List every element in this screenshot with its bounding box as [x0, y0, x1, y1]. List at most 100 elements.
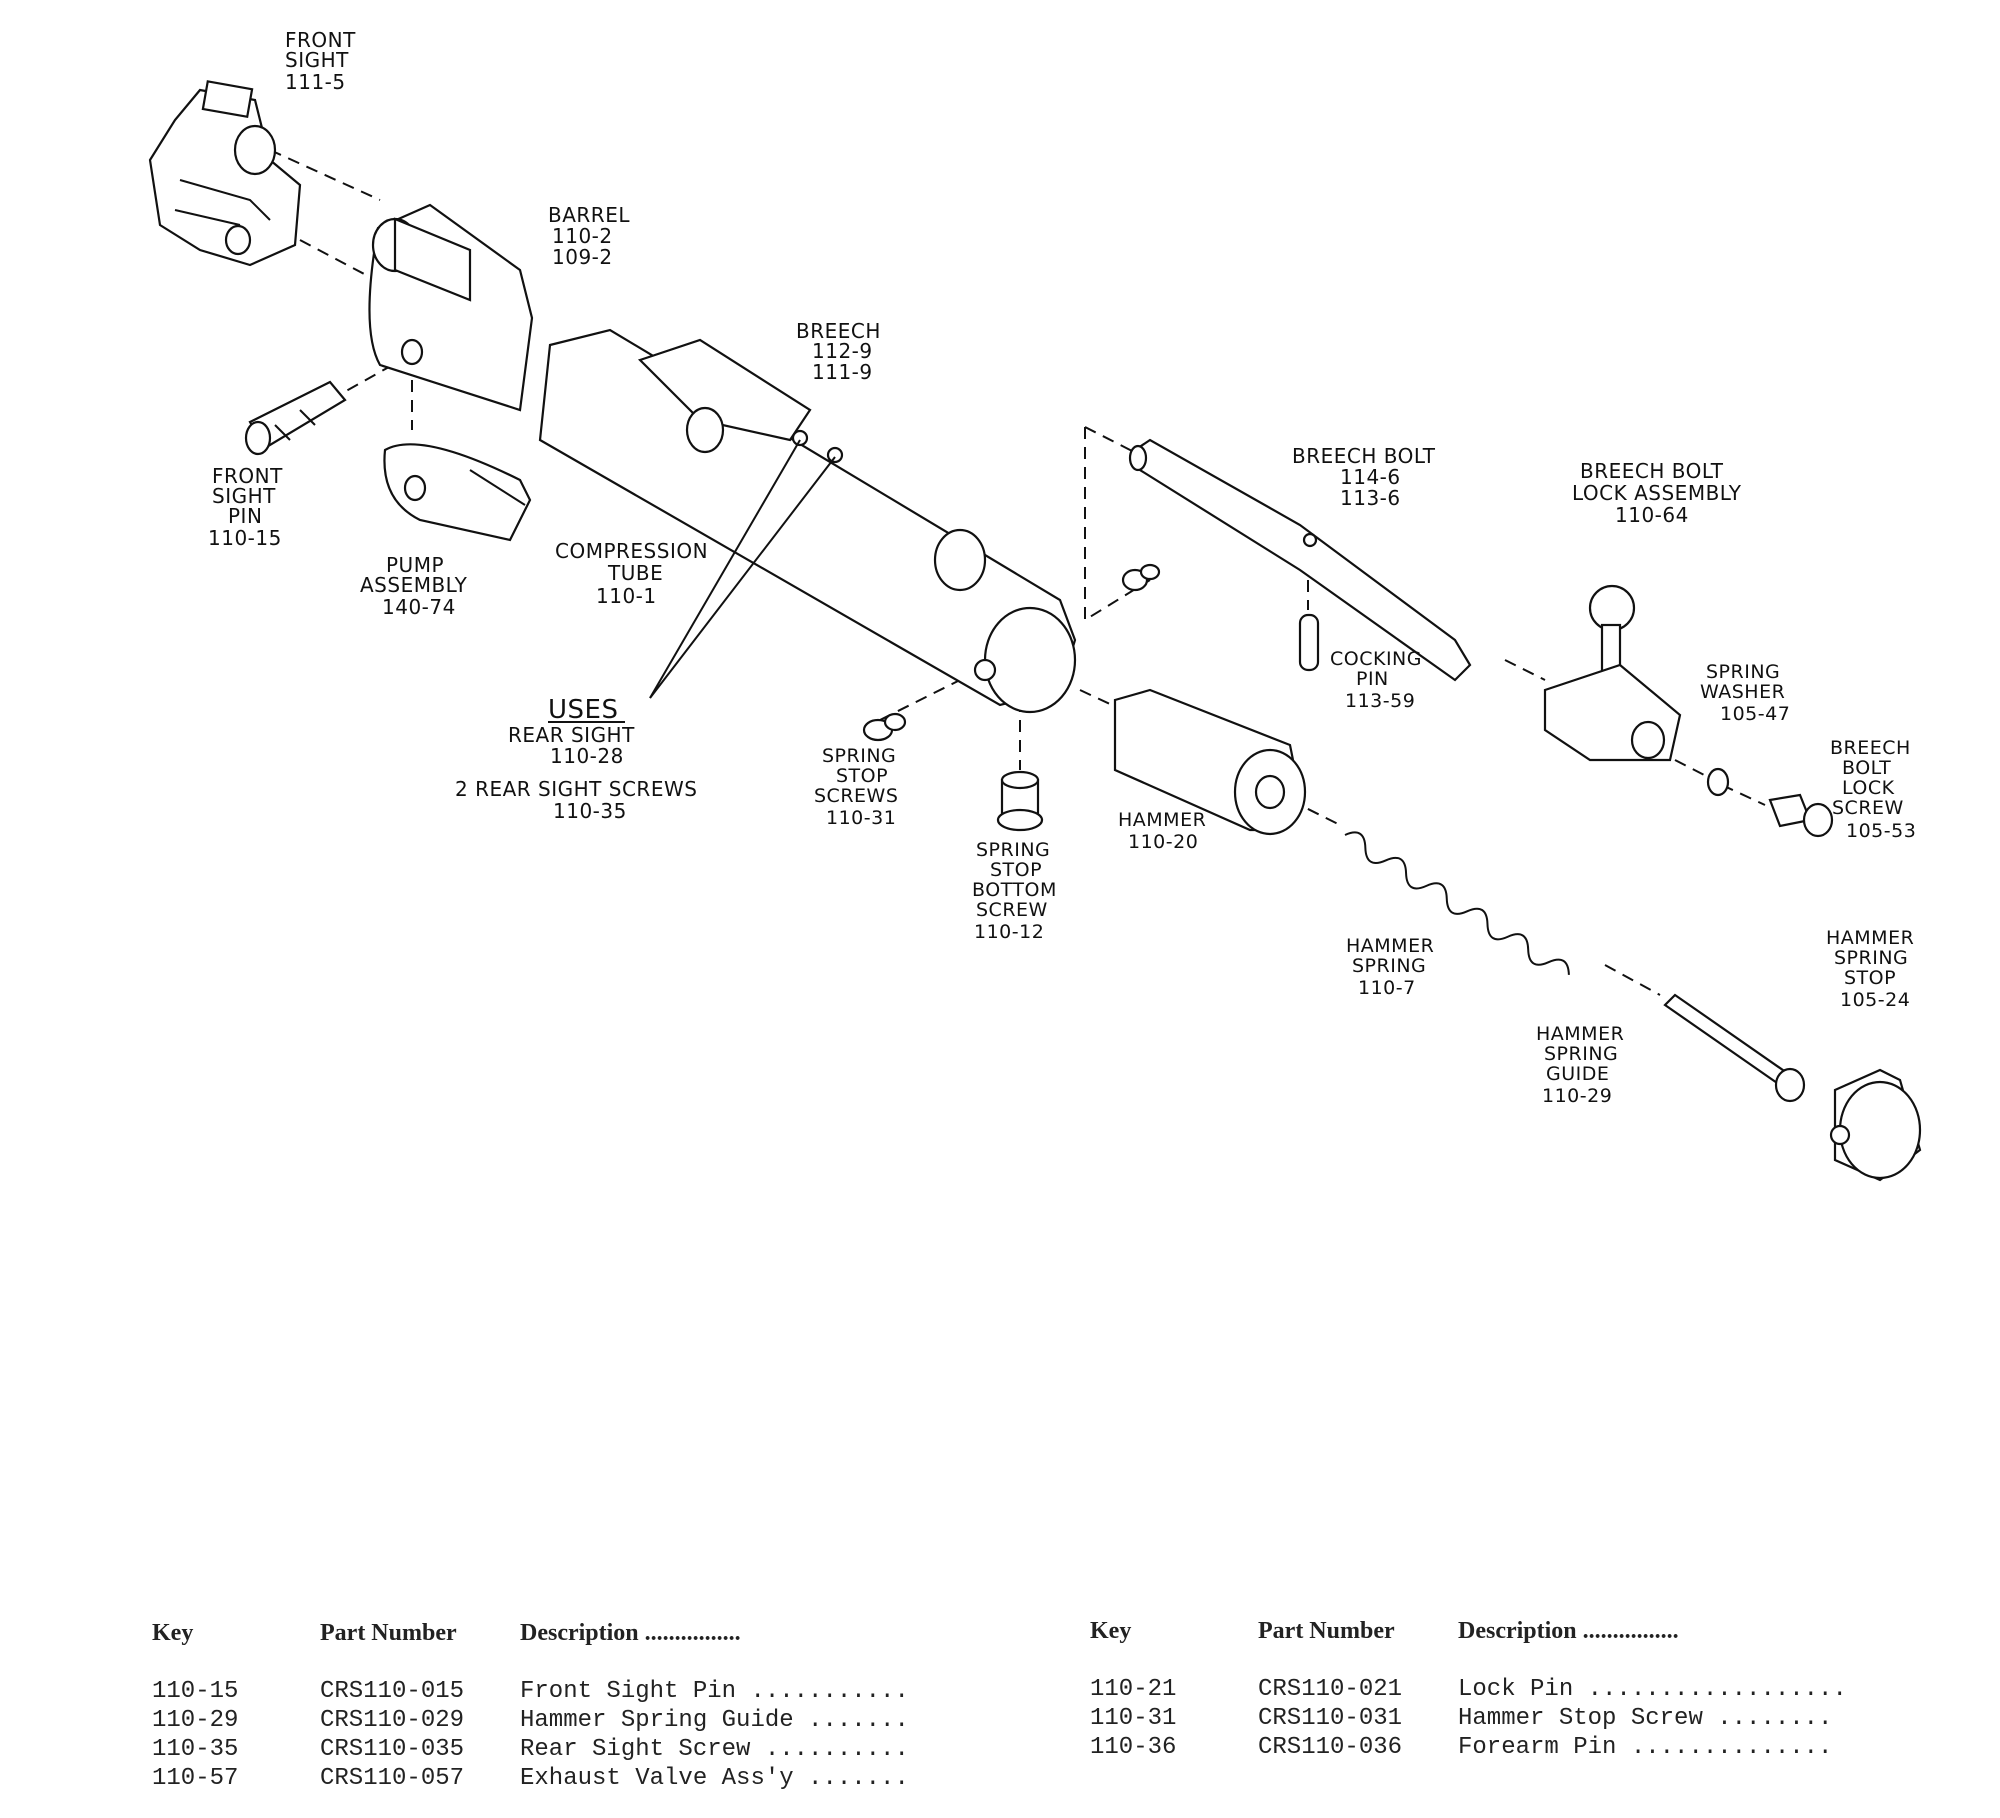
breech-bolt-lock-assembly-part: [1543, 584, 1682, 762]
cell-part-number: CRS110-029: [320, 1707, 465, 1734]
svg-text:COMPRESSION: COMPRESSION: [555, 539, 708, 563]
cell-part-number: CRS110-036: [1258, 1734, 1403, 1761]
header-description: Description ................: [1458, 1618, 1679, 1644]
cell-description: Hammer Spring Guide .......: [520, 1707, 909, 1734]
svg-text:BREECH: BREECH: [1830, 737, 1911, 759]
svg-text:PUMP: PUMP: [386, 553, 444, 577]
svg-text:HAMMER: HAMMER: [1826, 927, 1914, 949]
pump-assembly-part: [383, 443, 532, 542]
svg-text:114-6: 114-6: [1340, 465, 1401, 489]
cell-key: 110-21: [1090, 1676, 1177, 1703]
svg-text:BREECH BOLT: BREECH BOLT: [1292, 444, 1436, 468]
header-key: Key: [1090, 1618, 1132, 1644]
front-sight-part: [148, 80, 302, 267]
svg-text:BREECH BOLT: BREECH BOLT: [1580, 459, 1724, 483]
label-spring-stop-bottom-screw: SPRING STOP BOTTOM SCREW 110-12: [972, 839, 1057, 943]
svg-text:111-5: 111-5: [285, 70, 346, 94]
svg-text:USES: USES: [548, 695, 618, 725]
svg-text:TUBE: TUBE: [607, 561, 663, 585]
cell-part-number: CRS110-015: [320, 1678, 465, 1705]
label-uses: USES REAR SIGHT 110-28 2 REAR SIGHT SCRE…: [455, 695, 697, 823]
label-breech-bolt: BREECH BOLT 114-6 113-6: [1292, 444, 1436, 510]
svg-text:105-47: 105-47: [1720, 703, 1790, 725]
breech-bolt-lock-screw-part: [1768, 793, 1834, 838]
hammer-spring-stop-part: [1829, 1068, 1922, 1182]
svg-text:GUIDE: GUIDE: [1546, 1063, 1609, 1085]
header-description: Description ................: [520, 1620, 741, 1646]
svg-text:BOTTOM: BOTTOM: [972, 879, 1057, 901]
svg-text:SCREWS: SCREWS: [814, 785, 898, 807]
svg-text:BREECH: BREECH: [796, 319, 881, 343]
header-part-number: Part Number: [320, 1620, 457, 1646]
spring-stop-bottom-screw-part: [996, 770, 1044, 832]
label-front-sight: FRONT SIGHT 111-5: [285, 28, 356, 94]
spring-washer-part: [1706, 767, 1730, 797]
exploded-parts-diagram: FRONT SIGHT 111-5 BARREL 110-2 109-2 BRE…: [148, 28, 1922, 1182]
breech-bolt-part: [1128, 438, 1472, 682]
front-sight-pin-part: [244, 380, 347, 456]
svg-text:BOLT: BOLT: [1842, 757, 1891, 779]
svg-text:WASHER: WASHER: [1700, 681, 1785, 703]
label-front-sight-pin: FRONT SIGHT PIN 110-15: [208, 464, 283, 550]
label-breech-bolt-lock-screw: BREECH BOLT LOCK SCREW 105-53: [1830, 737, 1916, 842]
svg-text:SCREW: SCREW: [1832, 797, 1904, 819]
svg-text:110-35: 110-35: [553, 799, 627, 823]
svg-text:110-20: 110-20: [1128, 831, 1198, 853]
cell-part-number: CRS110-035: [320, 1736, 465, 1763]
svg-text:SPRING: SPRING: [1544, 1043, 1618, 1065]
label-spring-washer: SPRING WASHER 105-47: [1700, 661, 1790, 725]
cell-key: 110-15: [152, 1678, 239, 1705]
svg-text:140-74: 140-74: [382, 595, 456, 619]
cell-description: Forearm Pin ..............: [1458, 1734, 1833, 1761]
cell-description: Exhaust Valve Ass'y .......: [520, 1765, 909, 1792]
cell-description: Rear Sight Screw ..........: [520, 1736, 909, 1763]
svg-text:HAMMER: HAMMER: [1536, 1023, 1624, 1045]
svg-text:SIGHT: SIGHT: [212, 484, 276, 508]
label-breech-bolt-lock-assembly: BREECH BOLT LOCK ASSEMBLY 110-64: [1572, 459, 1741, 527]
label-hammer: HAMMER 110-20: [1118, 809, 1206, 853]
barrel-part: [368, 203, 534, 412]
hammer-spring-part: [1344, 831, 1570, 975]
cell-description: Hammer Stop Screw ........: [1458, 1705, 1833, 1732]
svg-text:SCREW: SCREW: [976, 899, 1048, 921]
cell-key: 110-29: [152, 1707, 239, 1734]
svg-text:STOP: STOP: [836, 765, 888, 787]
svg-text:HAMMER: HAMMER: [1346, 935, 1434, 957]
cell-part-number: CRS110-031: [1258, 1705, 1403, 1732]
header-part-number: Part Number: [1258, 1618, 1395, 1644]
cell-description: Front Sight Pin ...........: [520, 1678, 909, 1705]
svg-text:HAMMER: HAMMER: [1118, 809, 1206, 831]
cell-key: 110-57: [152, 1765, 239, 1792]
svg-text:110-1: 110-1: [596, 584, 657, 608]
compression-tube-part: [538, 328, 1077, 714]
svg-text:SPRING: SPRING: [976, 839, 1050, 861]
svg-text:PIN: PIN: [1356, 668, 1389, 690]
svg-text:STOP: STOP: [1844, 967, 1896, 989]
label-compression-tube: COMPRESSION TUBE 110-1: [555, 539, 708, 608]
hammer-part: [1113, 688, 1307, 836]
label-hammer-spring-stop: HAMMER SPRING STOP 105-24: [1826, 927, 1914, 1011]
cell-key: 110-35: [152, 1736, 239, 1763]
svg-text:PIN: PIN: [228, 504, 262, 528]
svg-text:110-12: 110-12: [974, 921, 1044, 943]
cell-description: Lock Pin ..................: [1458, 1676, 1847, 1703]
svg-text:SPRING: SPRING: [1834, 947, 1908, 969]
svg-text:BARREL: BARREL: [548, 203, 630, 227]
spring-stop-screw-part: [862, 563, 1161, 742]
label-hammer-spring-guide: HAMMER SPRING GUIDE 110-29: [1536, 1023, 1624, 1107]
svg-text:110-31: 110-31: [826, 807, 896, 829]
svg-text:110-64: 110-64: [1615, 503, 1689, 527]
cocking-pin-part: [1298, 613, 1320, 672]
uses-pointer-lines: [649, 439, 836, 699]
svg-text:105-53: 105-53: [1846, 820, 1916, 842]
svg-text:STOP: STOP: [990, 859, 1042, 881]
svg-text:COCKING: COCKING: [1330, 648, 1422, 670]
svg-text:113-59: 113-59: [1345, 690, 1415, 712]
svg-text:LOCK: LOCK: [1842, 777, 1895, 799]
cell-key: 110-36: [1090, 1734, 1177, 1761]
svg-text:109-2: 109-2: [552, 245, 613, 269]
svg-text:SPRING: SPRING: [1352, 955, 1426, 977]
svg-text:110-7: 110-7: [1358, 977, 1416, 999]
svg-text:SPRING: SPRING: [822, 745, 896, 767]
